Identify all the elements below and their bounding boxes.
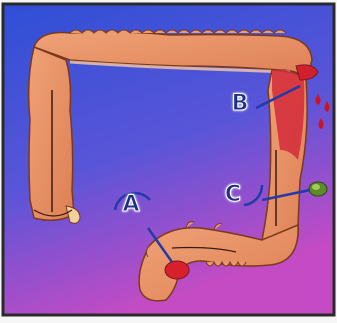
- lesion-a: [165, 261, 189, 279]
- callout-label-a: A: [116, 190, 146, 220]
- callout-label-c: C: [218, 180, 248, 210]
- callout-label-b: B: [225, 89, 255, 119]
